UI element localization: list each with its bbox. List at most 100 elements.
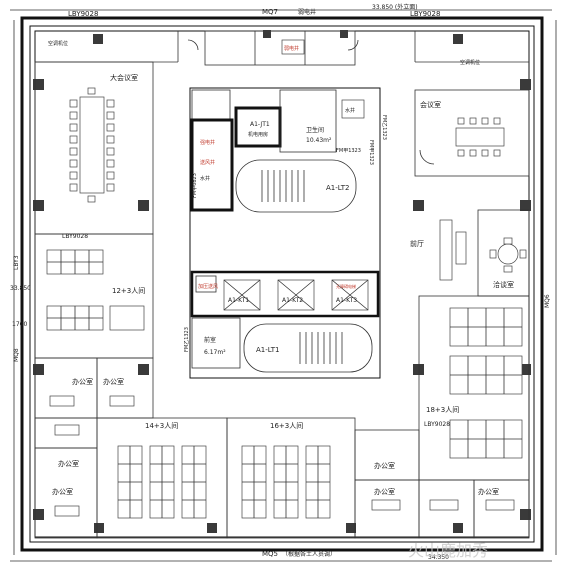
door-label-4: FM乙1323 [183, 327, 190, 352]
shaft3-label: 水井 [200, 175, 210, 182]
stair-1 [243, 323, 373, 373]
stair-2-label: A1-LT2 [326, 184, 349, 192]
water-shaft [341, 99, 365, 119]
column [138, 364, 149, 375]
watermark: 火山鹿加秀 [408, 541, 488, 560]
door-label-2: FM甲1323 [336, 148, 361, 154]
toilet-label: 卫生间 [306, 126, 324, 134]
desk [109, 395, 135, 407]
column [33, 364, 44, 375]
dim-mid-right: LBY9028 [424, 421, 450, 428]
ahu-label: A1-JT1 [250, 121, 270, 128]
column [138, 200, 149, 211]
office-left-4-label: 办公室 [52, 487, 73, 496]
desk [54, 505, 80, 517]
meeting-room [414, 89, 530, 177]
meeting-room-label: 会议室 [420, 100, 441, 109]
fire-elevator-shaft [195, 275, 217, 293]
column [520, 79, 531, 90]
elevator-k2-label: A1-KT2 [282, 297, 303, 304]
column [453, 523, 463, 533]
dim-left-a: LBY3 [13, 255, 20, 270]
desk [485, 499, 515, 511]
shaft1-label: 强电井 [200, 139, 215, 146]
elevator-k1-label: A1-KT1 [228, 297, 249, 304]
dim-top-total: 33.850 (外立面) [372, 3, 418, 11]
dim-left-c: 1700 [12, 321, 27, 328]
stair-2 [235, 159, 357, 213]
meeting-table [79, 96, 105, 194]
dim-top-weak: 弱电井 [298, 8, 316, 16]
dim-mid-left: LBY9028 [62, 233, 88, 240]
core-outline [189, 87, 381, 379]
column [520, 509, 531, 520]
office-left-2-label: 办公室 [103, 377, 124, 386]
column [413, 364, 424, 375]
column [33, 79, 44, 90]
elevator-bank [190, 270, 380, 318]
round-table [497, 243, 519, 265]
dim-bottom-mq5: MQ5 [262, 550, 278, 558]
round-chairs [489, 237, 527, 273]
shaft-label: 弱电井 [284, 45, 299, 52]
interior-wall-line [29, 25, 535, 543]
workstations-18 [449, 307, 523, 459]
door-label-1: FM乙1323 [381, 115, 388, 140]
water-shaft-label: 水井 [345, 107, 355, 114]
desk [49, 395, 75, 407]
meeting-table-right [455, 127, 505, 147]
workstations-12 [46, 249, 145, 331]
dim-right-a: MQ6 [544, 294, 551, 308]
stair-1-label: A1-LT1 [256, 346, 279, 354]
column [413, 200, 424, 211]
column [453, 34, 463, 44]
equip-room-left-label: 空调机位 [48, 40, 68, 47]
exterior-wall [20, 16, 544, 552]
door-swing [347, 39, 359, 51]
core-toilet [191, 89, 231, 121]
room-14-3-label: 14+3人间 [145, 422, 178, 430]
column [33, 200, 44, 211]
workstations-16 [241, 445, 331, 519]
dim-left-d: MQ8 [13, 348, 20, 362]
toilet-room [279, 89, 337, 153]
door-swing [187, 39, 199, 51]
column [346, 523, 356, 533]
column [33, 509, 44, 520]
column [263, 30, 271, 38]
office-left-3-label: 办公室 [58, 459, 79, 468]
room-16-3-label: 16+3人间 [270, 422, 303, 430]
dim-top-left: LBY9028 [68, 10, 98, 18]
dim-top-right: LBY9028 [410, 10, 440, 18]
column [207, 523, 217, 533]
desk [371, 499, 401, 511]
dim-bottom-total: 34.350 [428, 554, 449, 561]
shaft5-label: 加压送风 [198, 283, 218, 290]
fire-anteroom-size: 6.17m² [204, 349, 226, 356]
negotiation-room [477, 209, 530, 297]
stair-1-treads [299, 332, 343, 364]
office-right-1 [354, 429, 420, 481]
stair-2-treads [261, 170, 305, 202]
dim-left-b: 33.850 [10, 285, 31, 292]
elevator-k3-note: 无障碍电梯 [336, 283, 356, 289]
equip-room-right-label: 空调机位 [460, 59, 480, 66]
door-label-3: FM甲0823 [192, 173, 198, 198]
toilet-size: 10.43m² [306, 137, 332, 144]
dim-top-mq7: MQ7 [262, 8, 278, 16]
fire-anteroom-label: 前室 [204, 336, 216, 344]
room-18-3-label: 18+3人间 [426, 406, 459, 414]
negotiation-room-label: 洽谈室 [493, 280, 514, 289]
office-right-2-label: 办公室 [374, 487, 395, 496]
meeting-chairs-right [457, 117, 501, 157]
shaft-box [281, 39, 305, 55]
reception-desk [439, 219, 453, 281]
column [340, 30, 348, 38]
desk [429, 499, 459, 511]
door-swing [419, 149, 435, 165]
big-meeting-room-label: 大会议室 [110, 73, 138, 82]
office-right-4-label: 办公室 [478, 487, 499, 496]
fire-anteroom [191, 317, 241, 369]
ahu-sub-label: 机电用房 [248, 131, 268, 138]
